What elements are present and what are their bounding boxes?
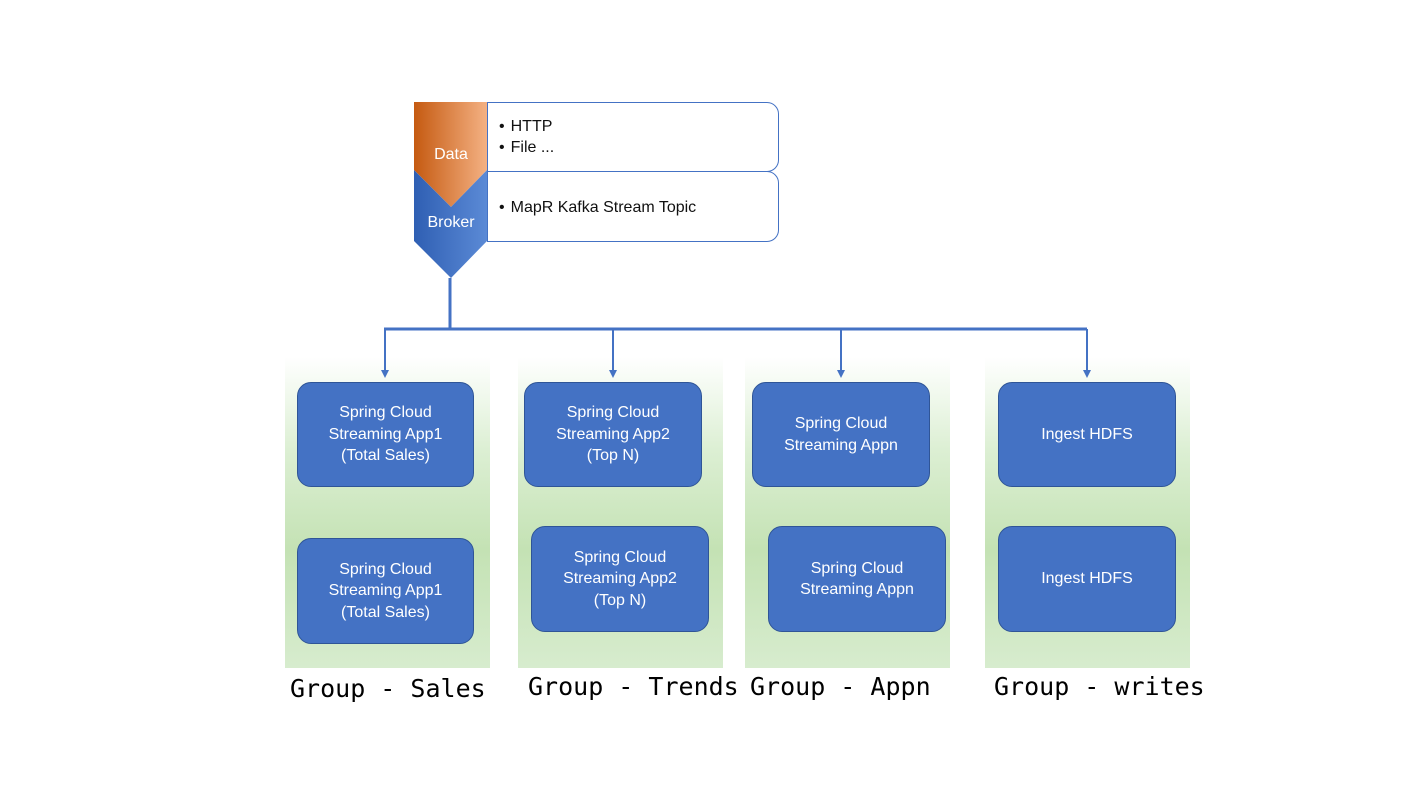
app-box-trends-2[interactable]: Spring Cloud Streaming App2 (Top N) (531, 526, 709, 632)
app-box-appn-2[interactable]: Spring Cloud Streaming Appn (768, 526, 946, 632)
data-sources-box: HTTP File ... (487, 102, 779, 172)
broker-topic-box: MapR Kafka Stream Topic (487, 171, 779, 242)
app-box-trends-1[interactable]: Spring Cloud Streaming App2 (Top N) (524, 382, 702, 487)
broker-stage-label: Broker (427, 214, 475, 231)
app-box-writes-2[interactable]: Ingest HDFS (998, 526, 1176, 632)
data-source-item: File ... (499, 137, 778, 158)
data-sources-list: HTTP File ... (499, 116, 778, 158)
group-label-trends: Group - Trends (528, 672, 739, 701)
app-box-sales-2[interactable]: Spring Cloud Streaming App1 (Total Sales… (297, 538, 474, 644)
data-stage-label: Data (434, 146, 468, 163)
app-box-appn-1[interactable]: Spring Cloud Streaming Appn (752, 382, 930, 487)
broker-topic-list: MapR Kafka Stream Topic (499, 197, 778, 218)
broker-topic-item: MapR Kafka Stream Topic (499, 197, 778, 218)
group-label-appn: Group - Appn (750, 672, 931, 701)
group-label-writes: Group - writes (994, 672, 1205, 701)
group-label-sales: Group - Sales (290, 674, 486, 703)
data-source-item: HTTP (499, 116, 778, 137)
app-box-writes-1[interactable]: Ingest HDFS (998, 382, 1176, 487)
app-box-sales-1[interactable]: Spring Cloud Streaming App1 (Total Sales… (297, 382, 474, 487)
